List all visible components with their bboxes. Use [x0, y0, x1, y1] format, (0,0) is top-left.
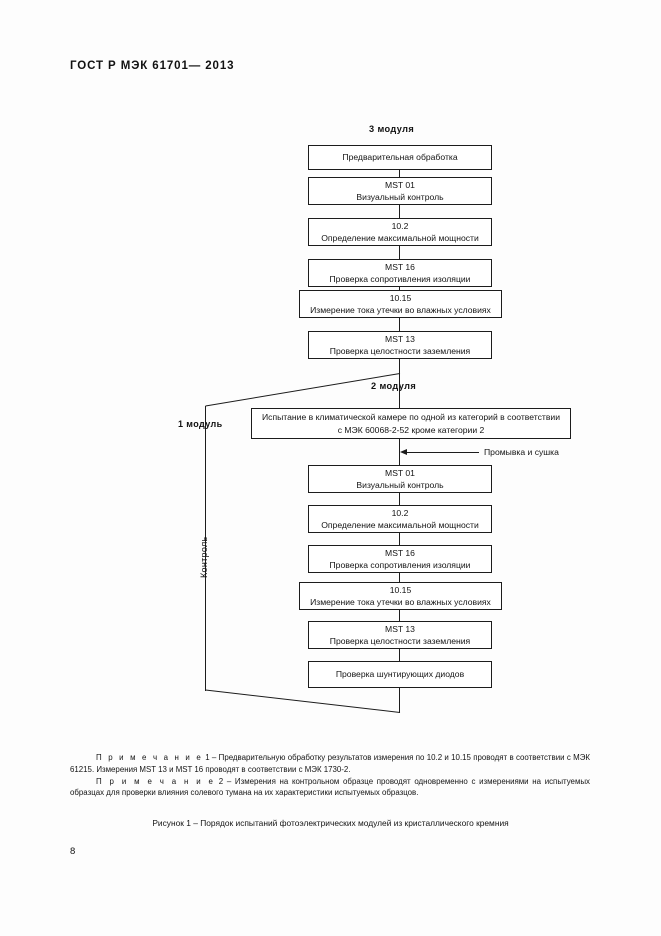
node-code: MST 01 — [385, 467, 415, 478]
process-node-b-mst16-insulation: MST 16 Проверка сопротивления изоляции — [308, 545, 492, 573]
node-desc: Определение максимальной мощности — [321, 233, 479, 243]
control-vertical-label: Контроль — [199, 536, 209, 579]
process-node-mst16-insulation: MST 16 Проверка сопротивления изоляции — [308, 259, 492, 287]
node-desc: Проверка целостности заземления — [329, 346, 471, 356]
process-node-b-10-15-leakage: 10.15 Измерение тока утечки во влажных у… — [299, 582, 502, 610]
note-1: П р и м е ч а н и е 1 – Предварительную … — [70, 752, 590, 775]
note-1-text: – Предварительную обработку результатов … — [70, 753, 590, 774]
node-desc: Проверка сопротивления изоляции — [329, 274, 471, 284]
process-node-b-mst13-grounding: MST 13 Проверка целостности заземления — [308, 621, 492, 649]
process-node-mst01-visual: MST 01 Визуальный контроль — [308, 177, 492, 205]
node-desc: Измерение тока утечки во влажных условия… — [310, 597, 491, 607]
flowchart: 3 модуля Предварительная обработка MST 0… — [178, 124, 571, 713]
node-code: MST 13 — [385, 623, 415, 634]
group-label-two-modules: 2 модуля — [371, 381, 417, 391]
connector-b-5 — [399, 688, 400, 713]
node-code: 10.2 — [391, 220, 409, 231]
node-code: 10.2 — [391, 507, 409, 518]
group-label-three-modules: 3 модуля — [369, 124, 415, 134]
node-desc-line2: с МЭК 60068-2-52 кроме категории 2 — [337, 424, 485, 435]
node-code: MST 01 — [385, 179, 415, 190]
notes-block: П р и м е ч а н и е 1 – Предварительную … — [70, 752, 590, 799]
wash-dry-label: Промывка и сушка — [484, 447, 559, 457]
node-desc: Проверка целостности заземления — [329, 636, 471, 646]
process-node-pretreatment: Предварительная обработка — [308, 145, 492, 170]
process-node-b-10-2-maxpower: 10.2 Определение максимальной мощности — [308, 505, 492, 533]
process-node-b-mst01-visual: MST 01 Визуальный контроль — [308, 465, 492, 493]
connector-to-climate — [399, 374, 400, 408]
node-code: MST 16 — [385, 547, 415, 558]
note-1-num: 1 — [205, 753, 210, 762]
note-2-num: 2 — [218, 776, 224, 786]
node-desc-line1: Испытание в климатической камере по одно… — [261, 412, 560, 422]
connector-a-1 — [399, 205, 400, 218]
node-code: MST 16 — [385, 261, 415, 272]
connector-b-3 — [399, 610, 400, 621]
connector-a-2 — [399, 246, 400, 259]
connector-b-1 — [399, 533, 400, 545]
node-desc: Определение максимальной мощности — [321, 520, 479, 530]
connector-b-0 — [399, 493, 400, 505]
connector-b-2 — [399, 573, 400, 585]
figure-caption: Рисунок 1 – Порядок испытаний фотоэлектр… — [152, 818, 509, 828]
branch-split-lines — [205, 373, 401, 713]
node-code: 10.15 — [389, 584, 412, 595]
node-desc: Проверка сопротивления изоляции — [329, 560, 471, 570]
wash-dry-arrow-line — [406, 452, 479, 453]
process-node-b-bypass-diodes: Проверка шунтирующих диодов — [308, 661, 492, 688]
connector-climate-to-b0 — [399, 439, 400, 467]
note-2: П р и м е ч а н и е 2 – Измерения на кон… — [70, 776, 590, 799]
note-2-head: П р и м е ч а н и е — [96, 776, 216, 786]
connector-b-4 — [399, 649, 400, 661]
node-desc: Предварительная обработка — [342, 152, 458, 163]
connector-a-4 — [399, 318, 400, 331]
page-number: 8 — [70, 846, 76, 857]
document-header: ГОСТ Р МЭК 61701— 2013 — [70, 60, 235, 72]
note-1-head: П р и м е ч а н и е — [96, 753, 203, 762]
node-desc: Измерение тока утечки во влажных условия… — [310, 305, 491, 315]
connector-a-5 — [399, 359, 400, 374]
node-code: 10.15 — [389, 292, 412, 303]
wash-dry-arrow-head — [400, 449, 407, 455]
node-desc: Проверка шунтирующих диодов — [335, 669, 465, 680]
node-desc: Визуальный контроль — [356, 192, 444, 202]
node-code: MST 13 — [385, 333, 415, 344]
note-2-text: – Измерения на контрольном образце прово… — [70, 776, 590, 798]
control-branch-line — [205, 406, 206, 691]
process-node-10-2-maxpower: 10.2 Определение максимальной мощности — [308, 218, 492, 246]
node-desc: Визуальный контроль — [356, 480, 444, 490]
process-node-mst13-grounding: MST 13 Проверка целостности заземления — [308, 331, 492, 359]
process-node-climate-chamber: Испытание в климатической камере по одно… — [251, 408, 571, 439]
connector-a-0 — [399, 170, 400, 177]
process-node-10-15-leakage: 10.15 Измерение тока утечки во влажных у… — [299, 290, 502, 318]
group-label-one-module: 1 модуль — [178, 419, 223, 429]
